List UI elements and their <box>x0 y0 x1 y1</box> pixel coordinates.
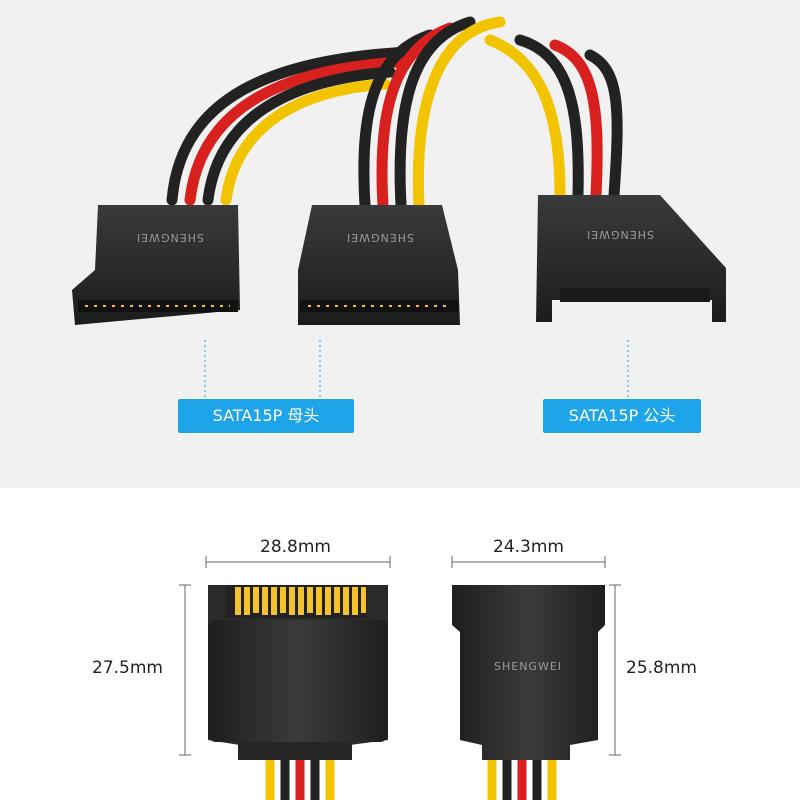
male-connector-right: SHENGWEI <box>536 195 726 322</box>
wire-stubs-left <box>265 760 335 800</box>
wire-bundle <box>166 16 623 211</box>
wire-stubs-right <box>487 760 557 800</box>
male-connector-back-view: SHENGWEI <box>452 585 605 800</box>
gold-pins <box>235 587 366 615</box>
brand-logo-right: SHENGWEI <box>586 228 654 241</box>
male-height-dimension: 25.8mm <box>626 658 697 678</box>
female-connector-front-view <box>208 585 388 800</box>
leader-lines <box>204 340 629 398</box>
female-height-dimension: 27.5mm <box>92 658 163 678</box>
brand-logo-left: SHENGWEI <box>136 231 204 244</box>
brand-logo-middle: SHENGWEI <box>346 231 414 244</box>
female-connector-label: SATA15P 母头 <box>178 399 354 433</box>
female-width-dimension: 28.8mm <box>260 537 331 557</box>
male-width-dimension: 24.3mm <box>493 537 564 557</box>
brand-logo-back: SHENGWEI <box>494 660 562 673</box>
male-connector-label: SATA15P 公头 <box>543 399 701 433</box>
female-connector-middle: SHENGWEI <box>298 205 460 325</box>
dimension-lines <box>179 556 621 756</box>
dimension-diagram-area <box>0 488 800 800</box>
female-connector-left: SHENGWEI <box>72 205 240 325</box>
